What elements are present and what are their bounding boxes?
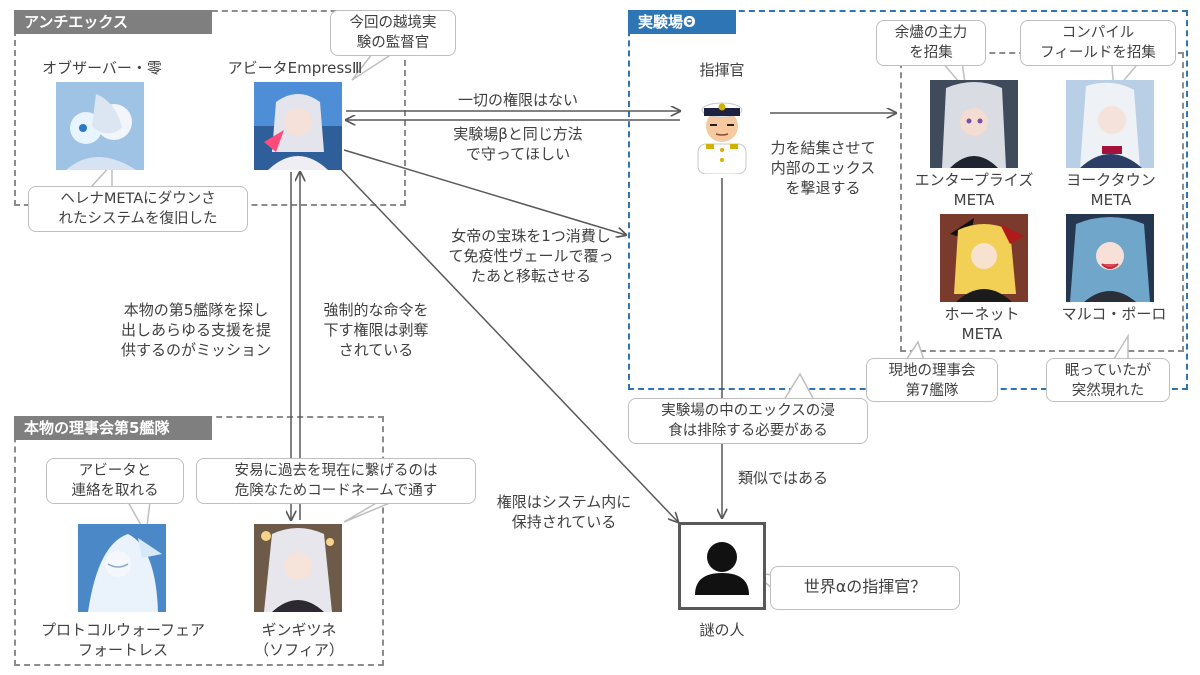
edge-label-jewel: 女帝の宝珠を1つ消費し て免疫性ヴェールで覆っ たあと移転させる bbox=[448, 227, 614, 285]
edge-label-retained: 権限はシステム内に 保持されている bbox=[496, 493, 632, 531]
group-title-fifth-fleet: 本物の理事会第5艦隊 bbox=[14, 416, 212, 440]
portrait-yorktown[interactable] bbox=[1066, 80, 1154, 168]
callout-protocol-note: アビータと 連絡を取れる bbox=[46, 458, 184, 504]
node-label-mystery: 謎の人 bbox=[699, 621, 745, 639]
node-label-protocol: プロトコルウォーフェア フォートレス bbox=[40, 621, 206, 659]
edge-abyta-to-mystery bbox=[337, 165, 678, 522]
tail-abyta-note bbox=[351, 53, 393, 81]
person-icon bbox=[695, 542, 749, 595]
group-title-antiex: アンチエックス bbox=[14, 10, 212, 34]
callout-lab-note: 実験場の中のエックスの浸 食は排除する必要がある bbox=[628, 398, 868, 444]
callout-marco-note: 眠っていたが 突然現れた bbox=[1046, 358, 1170, 402]
callout-mystery-note: 世界αの指揮官？ bbox=[770, 566, 960, 610]
node-label-enterprise: エンタープライズ META bbox=[914, 171, 1034, 209]
edge-label-revoked: 強制的な命令を 下す権限は剥奪 されている bbox=[323, 301, 429, 359]
edge-label-unite: 力を結集させて 内部のエックス を撃退する bbox=[770, 139, 876, 197]
callout-yorktown-note: コンパイル フィールドを招集 bbox=[1020, 20, 1176, 66]
node-label-observer: オブザーバー・零 bbox=[42, 59, 162, 77]
callout-helena: ヘレナMETAにダウンさ れたシステムを復旧した bbox=[28, 186, 248, 232]
group-title-lab-theta: 実験場Θ bbox=[628, 10, 736, 34]
mystery-person-box[interactable] bbox=[678, 522, 766, 610]
callout-enterprise-note: 余燼の主力 を招集 bbox=[876, 20, 986, 66]
tail-hornet-note bbox=[905, 340, 925, 361]
node-label-yorktown: ヨークタウン META bbox=[1066, 171, 1156, 209]
edge-label-mission: 本物の第5艦隊を探し 出しあらゆる支援を提 供するのがミッション bbox=[120, 301, 271, 359]
edge-abyta-to-lab bbox=[343, 149, 626, 235]
portrait-marco[interactable] bbox=[1066, 214, 1154, 302]
callout-hornet-note: 現地の理事会 第7艦隊 bbox=[866, 358, 998, 402]
node-label-ginkitsune: ギンギツネ （ソフィア） bbox=[254, 621, 344, 659]
node-label-hornet: ホーネット META bbox=[944, 305, 1020, 343]
callout-abyta-note: 今回の越境実 験の監督官 bbox=[330, 10, 456, 56]
portrait-observer[interactable] bbox=[56, 82, 144, 170]
portrait-protocol[interactable] bbox=[78, 524, 166, 612]
portrait-enterprise[interactable] bbox=[930, 80, 1018, 168]
node-label-abyta: アビータEmpressⅢ bbox=[227, 59, 363, 77]
edge-label-protect: 実験場βと同じ方法 で守ってほしい bbox=[453, 125, 583, 163]
commander-icon[interactable] bbox=[690, 88, 754, 175]
node-label-commander: 指揮官 bbox=[699, 61, 745, 79]
tail-marco-note bbox=[1111, 333, 1129, 363]
callout-ginkitsune-note: 安易に過去を現在に繋げるのは 危険なためコードネームで通す bbox=[196, 458, 476, 504]
portrait-hornet[interactable] bbox=[940, 214, 1028, 302]
tail-ginkitsune-note bbox=[343, 501, 393, 523]
node-label-marco: マルコ・ポーロ bbox=[1061, 305, 1167, 323]
edge-label-similar: 類似ではある bbox=[737, 469, 828, 487]
tail-lab-note bbox=[783, 372, 815, 401]
portrait-ginkitsune[interactable] bbox=[254, 524, 342, 612]
portrait-abyta[interactable] bbox=[254, 82, 342, 170]
edge-label-no-authority: 一切の権限はない bbox=[457, 91, 578, 109]
